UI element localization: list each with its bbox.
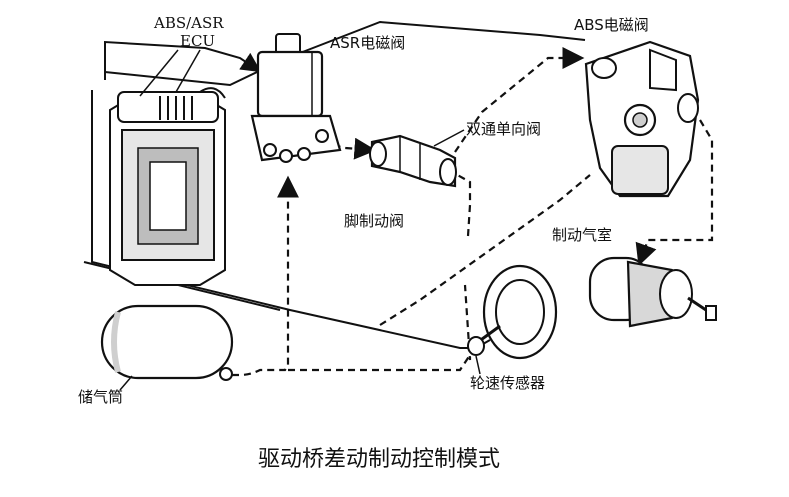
air-reservoir-tank <box>100 304 234 381</box>
asr-to-check-valve-line <box>321 137 377 160</box>
supply-line-to-foot-valve <box>288 284 472 372</box>
two-way-check-valve <box>369 134 457 188</box>
label-foot-brake-valve: 脚制动阀 <box>344 212 404 230</box>
pneumatic-lines <box>232 47 714 377</box>
figure-caption: 驱动桥差动制动控制模式 <box>258 447 500 472</box>
label-ecu-line1: ABS/ASR <box>153 14 224 32</box>
label-asr-valve: ASR电磁阀 <box>330 34 405 52</box>
foot-valve-to-check-valve-line <box>451 171 472 237</box>
ecu-to-asr-wire <box>104 40 262 80</box>
label-ecu-line2: ECU <box>180 32 215 50</box>
labels: ABS/ASR ECU ASR电磁阀 ABS电磁阀 双通单向阀 脚制动阀 制动气… <box>78 14 649 472</box>
label-abs-valve: ABS电磁阀 <box>574 16 649 34</box>
label-wheel-speed-sensor: 轮速传感器 <box>470 374 545 392</box>
abs-solenoid-valve <box>584 40 700 198</box>
abs-to-chamber-line <box>635 119 714 267</box>
wheel-speed-sensor <box>467 264 558 360</box>
ecu-to-abs-wire <box>104 20 586 87</box>
brake-chamber <box>588 256 717 328</box>
check-valve-to-abs-line <box>454 47 585 153</box>
return-line <box>379 174 591 326</box>
label-brake-chamber: 制动气室 <box>552 226 612 244</box>
ecu-unit <box>109 87 226 286</box>
ecu-to-sensor-wire <box>91 90 476 349</box>
label-two-way-check-valve: 双通单向阀 <box>466 120 541 138</box>
asr-solenoid-valve <box>250 33 342 163</box>
supply-line-to-asr-valve <box>232 175 299 377</box>
label-air-reservoir: 储气筒 <box>78 388 123 406</box>
